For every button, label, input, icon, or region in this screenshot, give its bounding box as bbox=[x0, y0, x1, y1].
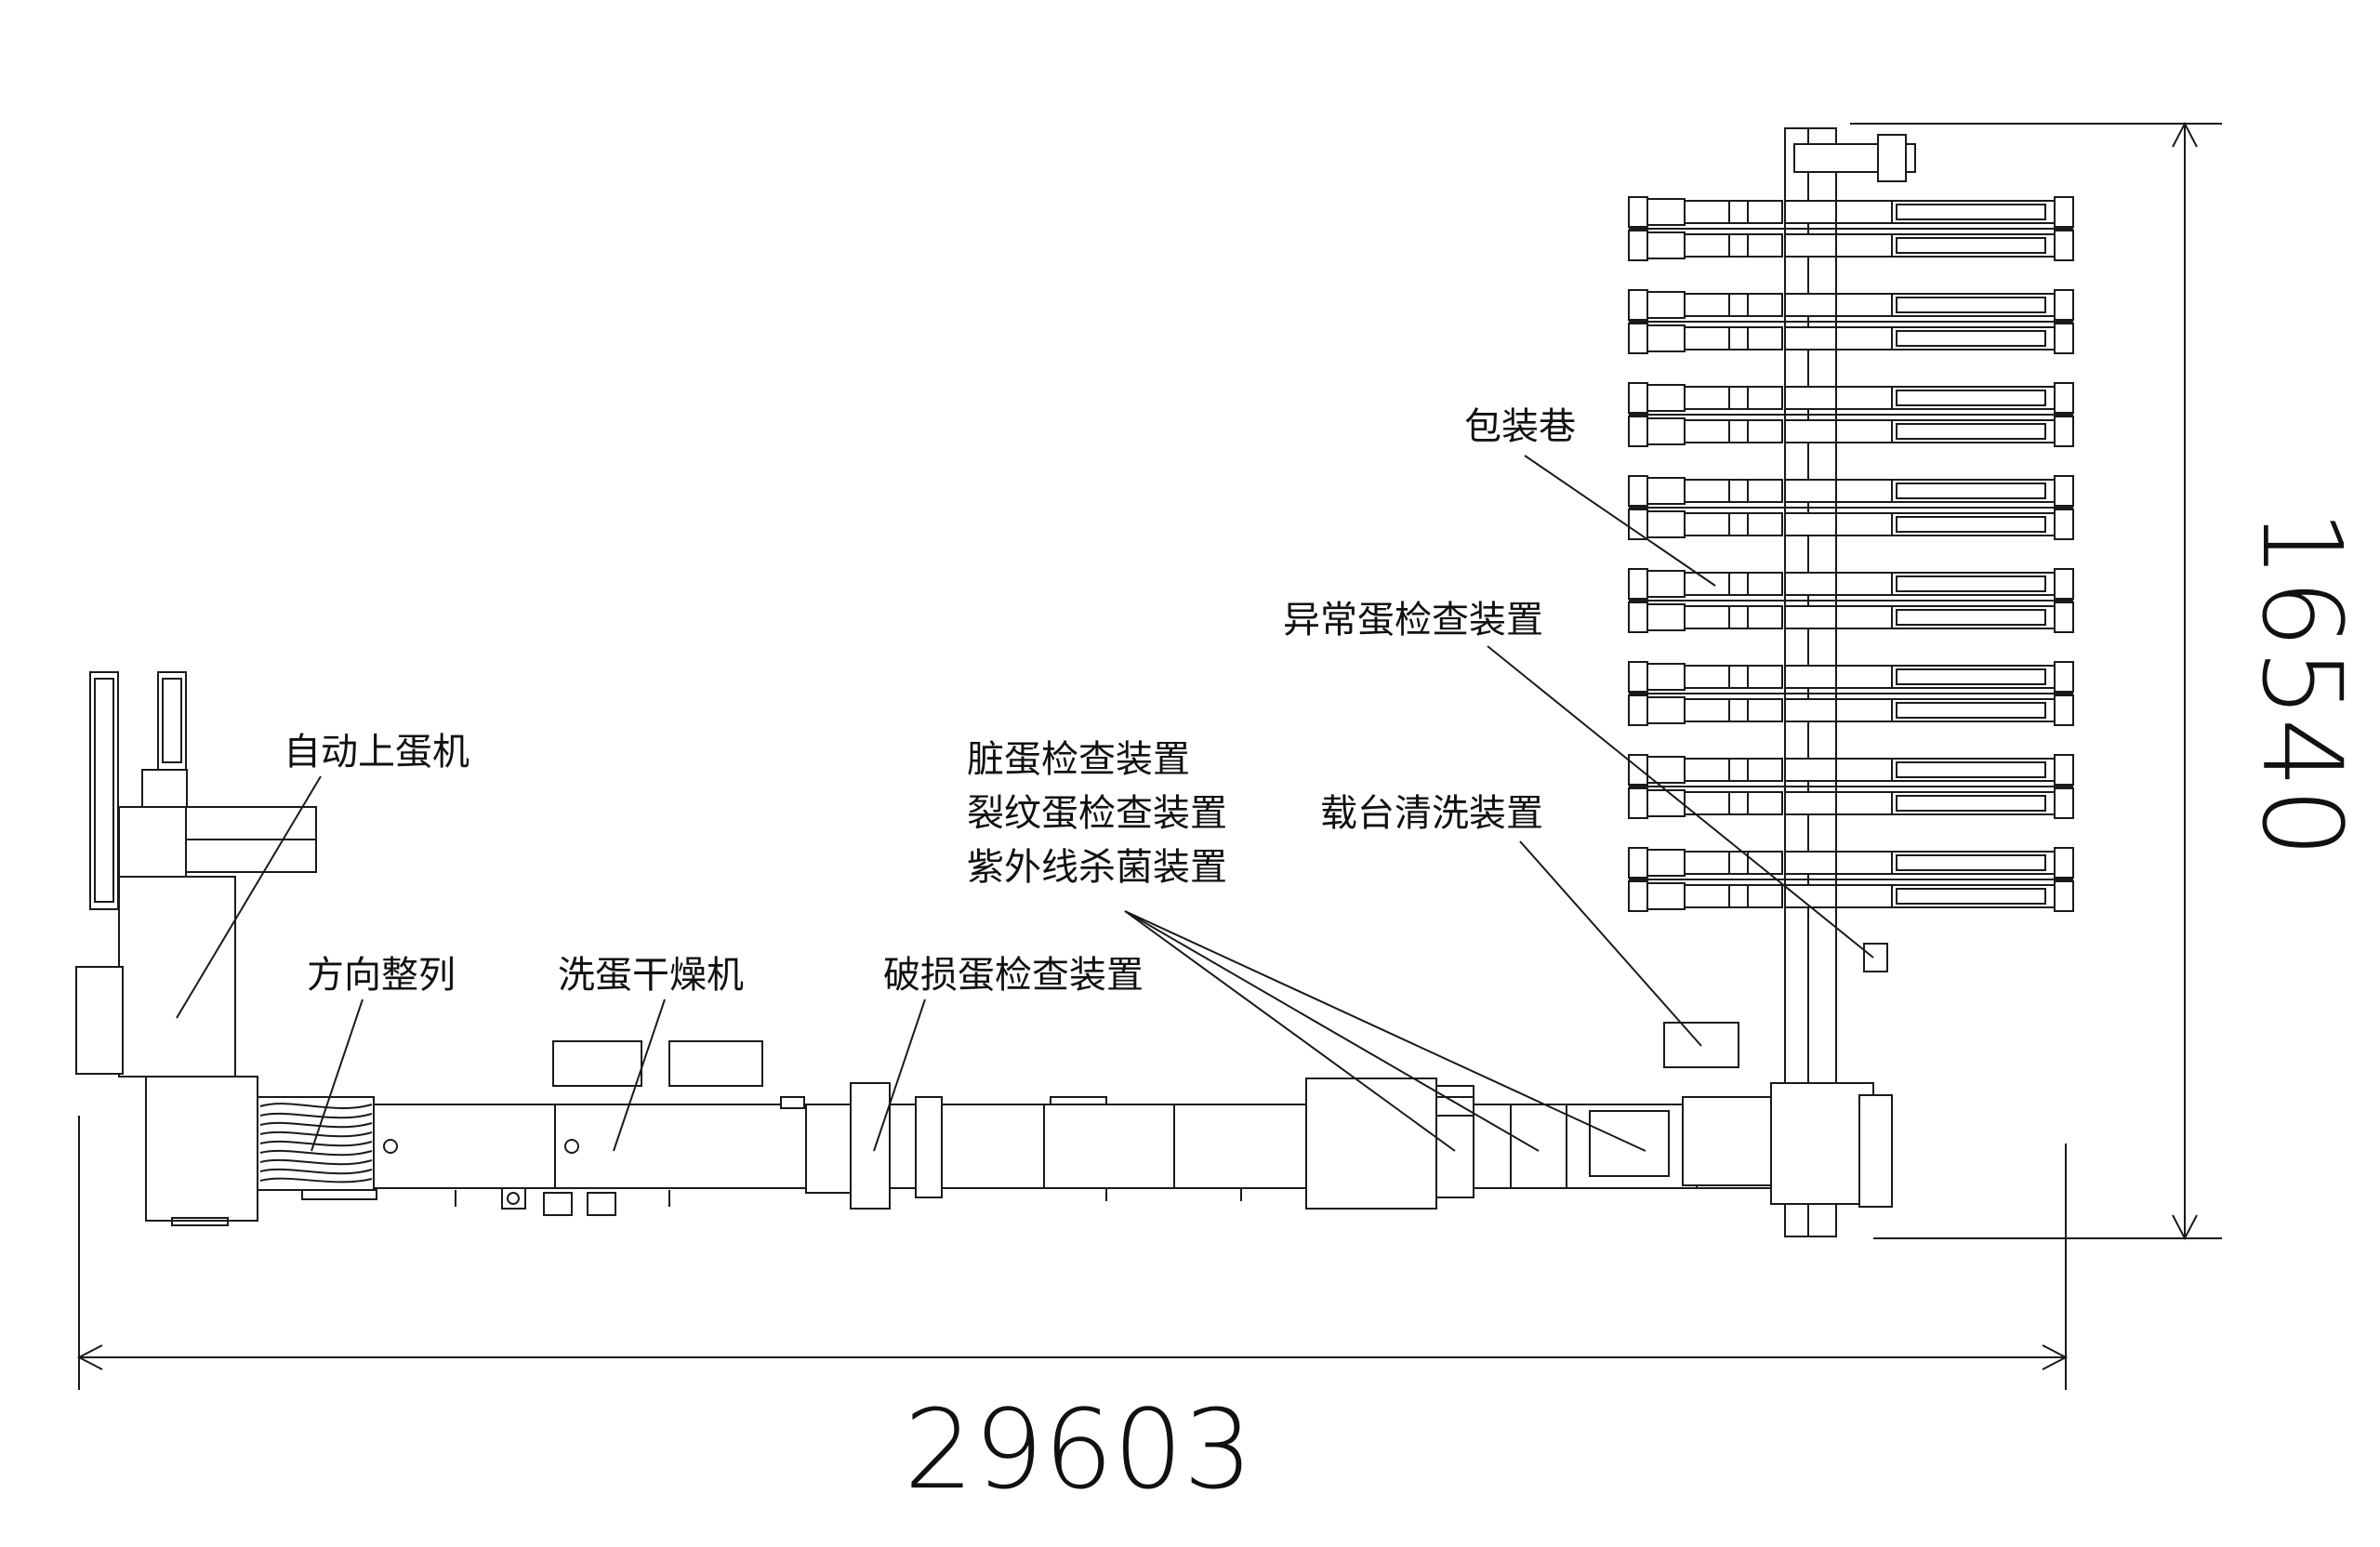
svg-text:裂纹蛋检查装置: 裂纹蛋检查装置 bbox=[967, 792, 1227, 835]
label-washer-dryer: 洗蛋干燥机 bbox=[558, 954, 744, 1152]
dimension-height: 16540 bbox=[1850, 121, 2366, 1241]
orientation-conveyor bbox=[257, 1096, 377, 1200]
svg-text:紫外线杀菌装置: 紫外线杀菌装置 bbox=[967, 846, 1227, 889]
washer-dryer-machine bbox=[373, 1040, 852, 1216]
packing-lane bbox=[1628, 661, 2074, 726]
svg-text:方向整列: 方向整列 bbox=[307, 954, 456, 997]
packing-lanes bbox=[1628, 196, 2074, 912]
packing-lane bbox=[1628, 754, 2074, 819]
svg-text:洗蛋干燥机: 洗蛋干燥机 bbox=[558, 954, 744, 997]
svg-text:脏蛋检查装置: 脏蛋检查装置 bbox=[967, 738, 1190, 781]
svg-text:破损蛋检查装置: 破损蛋检查装置 bbox=[883, 954, 1144, 997]
width-dimension-label: 29603 bbox=[904, 1385, 1252, 1514]
packing-lane bbox=[1628, 847, 2074, 912]
packing-lane bbox=[1628, 289, 2074, 354]
packing-lane bbox=[1628, 196, 2074, 261]
auto-loader-machine bbox=[75, 671, 317, 1226]
label-carrier-wash: 载台清洗装置 bbox=[1320, 792, 1702, 1047]
label-packing-lanes: 包装巷 bbox=[1464, 405, 1716, 587]
label-orientation: 方向整列 bbox=[307, 954, 456, 1152]
label-auto-loader: 自动上蛋机 bbox=[176, 731, 469, 1019]
packing-lane bbox=[1628, 568, 2074, 633]
svg-text:载台清洗装置: 载台清洗装置 bbox=[1320, 792, 1543, 835]
packing-lane bbox=[1628, 382, 2074, 447]
label-inspection-group: 脏蛋检查装置 裂纹蛋检查装置 紫外线杀菌装置 bbox=[967, 738, 1646, 1152]
label-crack-check: 破损蛋检查装置 bbox=[873, 954, 1144, 1152]
svg-text:异常蛋检查装置: 异常蛋检查装置 bbox=[1283, 599, 1543, 641]
dimension-width: 29603 bbox=[76, 1116, 2069, 1514]
packing-lane bbox=[1628, 475, 2074, 540]
label-abnormal-check: 异常蛋检查装置 bbox=[1283, 599, 1874, 959]
height-dimension-label: 16540 bbox=[2238, 509, 2366, 857]
svg-text:包装巷: 包装巷 bbox=[1464, 405, 1576, 448]
svg-text:自动上蛋机: 自动上蛋机 bbox=[284, 731, 469, 774]
